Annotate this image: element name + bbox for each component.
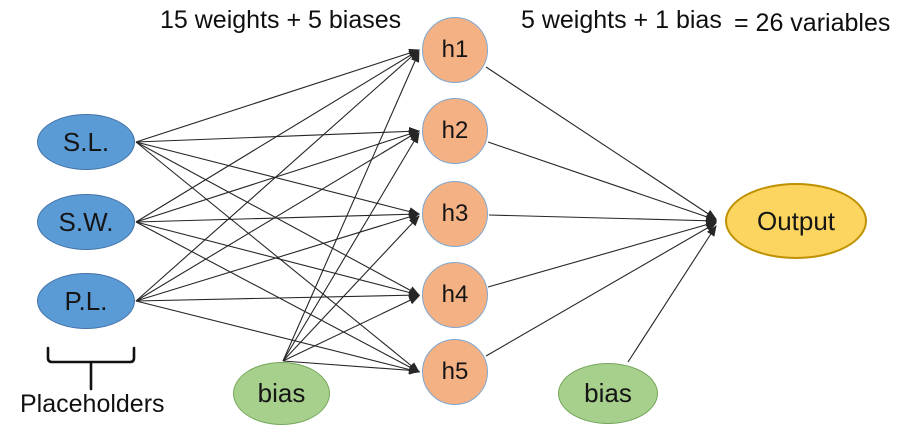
edge-h1-output bbox=[485, 66, 717, 220]
edges-input-sl-to-hidden bbox=[135, 48, 421, 373]
output-layer-params-annotation: 5 weights + 1 bias bbox=[521, 6, 722, 34]
edge-bias1-h4 bbox=[282, 295, 420, 362]
edge-sw-h4 bbox=[135, 221, 421, 297]
edge-sw-h1 bbox=[135, 49, 420, 223]
hidden-node-h1: h1 bbox=[422, 17, 488, 83]
hidden-node-h4-label: h4 bbox=[441, 281, 469, 308]
edge-h3-output bbox=[488, 214, 718, 226]
hidden-node-h4: h4 bbox=[422, 262, 488, 328]
edge-sw-h5 bbox=[135, 221, 420, 373]
edge-pl-h1 bbox=[135, 49, 420, 302]
edge-pl-h4 bbox=[135, 290, 421, 302]
edges-input-pl-to-hidden bbox=[135, 49, 421, 374]
bias-node-output-layer: bias bbox=[558, 363, 658, 424]
edge-h4-output bbox=[487, 220, 718, 288]
hidden-node-h2: h2 bbox=[422, 98, 488, 164]
edge-bias1-h1 bbox=[282, 50, 420, 362]
input-node-pl: P.L. bbox=[37, 273, 135, 329]
edge-bias1-h3 bbox=[282, 215, 420, 362]
input-node-sw-label: S.W. bbox=[58, 206, 114, 237]
edges-input-sw-to-hidden bbox=[135, 49, 421, 373]
bias-node-hidden-layer: bias bbox=[233, 362, 330, 425]
hidden-node-h5-label: h5 bbox=[441, 358, 469, 385]
edge-bias1-h5 bbox=[282, 360, 421, 375]
output-node-label: Output bbox=[756, 205, 836, 236]
edge-pl-h3 bbox=[135, 212, 421, 302]
bias-node-hidden-layer-label: bias bbox=[257, 378, 306, 408]
placeholders-label: Placeholders bbox=[20, 390, 165, 418]
output-node: Output bbox=[725, 183, 867, 259]
edge-h5-output bbox=[485, 222, 717, 357]
edge-bias2-output bbox=[627, 225, 717, 363]
placeholders-brace bbox=[46, 346, 136, 391]
edge-sw-h2 bbox=[135, 129, 421, 223]
hidden-node-h2-label: h2 bbox=[441, 117, 469, 144]
input-node-sl: S.L. bbox=[37, 114, 135, 170]
hidden-node-h3: h3 bbox=[422, 181, 488, 247]
total-variables-annotation: = 26 variables bbox=[734, 9, 891, 37]
edge-sw-h3 bbox=[135, 209, 421, 223]
edge-h2-output bbox=[487, 141, 718, 221]
hidden-node-h5: h5 bbox=[422, 339, 488, 405]
input-node-sw: S.W. bbox=[37, 194, 135, 250]
edge-pl-h2 bbox=[135, 130, 420, 302]
hidden-layer-params-annotation: 15 weights + 5 biases bbox=[160, 6, 402, 34]
edges-hidden-to-output bbox=[485, 66, 718, 363]
edge-bias1-h2 bbox=[282, 132, 420, 362]
hidden-node-h3-label: h3 bbox=[441, 200, 469, 227]
edge-pl-h5 bbox=[135, 300, 421, 374]
edge-sl-h1 bbox=[135, 48, 421, 143]
hidden-node-h1-label: h1 bbox=[441, 36, 469, 63]
input-node-sl-label: S.L. bbox=[62, 126, 110, 157]
edges-bias-to-hidden bbox=[282, 50, 421, 375]
bias-node-output-layer-label: bias bbox=[584, 378, 632, 408]
input-node-pl-label: P.L. bbox=[64, 285, 108, 316]
edge-sl-h3 bbox=[135, 141, 421, 216]
